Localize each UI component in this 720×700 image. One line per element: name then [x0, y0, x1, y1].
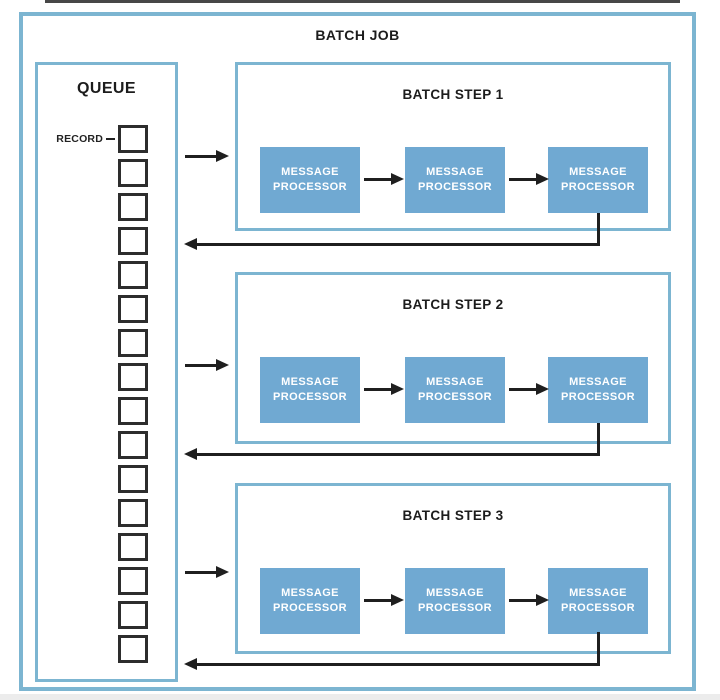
queue-to-step2-arrow — [185, 364, 216, 367]
record-square — [118, 635, 148, 663]
message-processor-label: MESSAGE — [426, 587, 484, 600]
arrow-right-icon — [536, 173, 549, 185]
record-square — [118, 431, 148, 459]
message-processor-label: PROCESSOR — [273, 602, 347, 614]
record-squares-column — [118, 125, 148, 663]
message-processor-label: PROCESSOR — [273, 391, 347, 403]
arrow-right-icon — [536, 594, 549, 606]
step3-return-arrow — [197, 663, 600, 666]
batch-step-1-title: BATCH STEP 1 — [402, 87, 504, 102]
arrow-left-icon — [184, 448, 197, 460]
message-processor-box: MESSAGE PROCESSOR — [405, 568, 505, 634]
record-square — [118, 397, 148, 425]
record-square — [118, 159, 148, 187]
batch-step-2-container: BATCH STEP 2 MESSAGE PROCESSOR MESSAGE P… — [235, 272, 671, 444]
message-processor-box: MESSAGE PROCESSOR — [260, 357, 360, 423]
message-processor-label: MESSAGE — [426, 376, 484, 389]
queue-to-step3-arrow — [185, 571, 216, 574]
message-processor-box: MESSAGE PROCESSOR — [548, 357, 648, 423]
queue-to-step1-arrow — [185, 155, 216, 158]
message-processor-box: MESSAGE PROCESSOR — [405, 357, 505, 423]
batch-step-3-container: BATCH STEP 3 MESSAGE PROCESSOR MESSAGE P… — [235, 483, 671, 654]
step2-return-arrow — [197, 453, 600, 456]
message-processor-box: MESSAGE PROCESSOR — [548, 147, 648, 213]
message-processor-label: PROCESSOR — [418, 391, 492, 403]
batch-job-title: BATCH JOB — [315, 27, 400, 43]
batch-step-1-container: BATCH STEP 1 MESSAGE PROCESSOR MESSAGE P… — [235, 62, 671, 231]
arrow-left-icon — [184, 238, 197, 250]
bottom-edge-strip — [0, 694, 720, 700]
record-label: RECORD — [56, 133, 103, 145]
message-processor-box: MESSAGE PROCESSOR — [260, 147, 360, 213]
message-processor-label: PROCESSOR — [418, 602, 492, 614]
processor-flow-arrow — [364, 178, 391, 181]
message-processor-label: MESSAGE — [281, 376, 339, 389]
record-square — [118, 465, 148, 493]
record-square — [118, 329, 148, 357]
processor-flow-arrow — [509, 599, 536, 602]
message-processor-box: MESSAGE PROCESSOR — [260, 568, 360, 634]
arrow-left-icon — [184, 658, 197, 670]
record-square — [118, 533, 148, 561]
message-processor-label: PROCESSOR — [561, 181, 635, 193]
message-processor-box: MESSAGE PROCESSOR — [405, 147, 505, 213]
step1-return-arrow-vertical — [597, 213, 600, 246]
record-label-row: RECORD — [38, 125, 115, 153]
processor-flow-arrow — [364, 388, 391, 391]
arrow-right-icon — [216, 359, 229, 371]
record-square — [118, 227, 148, 255]
message-processor-box: MESSAGE PROCESSOR — [548, 568, 648, 634]
record-square — [118, 499, 148, 527]
processor-flow-arrow — [509, 178, 536, 181]
message-processor-label: MESSAGE — [281, 166, 339, 179]
arrow-right-icon — [391, 383, 404, 395]
record-square — [118, 601, 148, 629]
batch-step-3-title: BATCH STEP 3 — [402, 508, 504, 523]
record-square — [118, 261, 148, 289]
processor-flow-arrow — [509, 388, 536, 391]
message-processor-label: PROCESSOR — [561, 602, 635, 614]
record-square — [118, 125, 148, 153]
message-processor-label: MESSAGE — [569, 587, 627, 600]
record-square — [118, 193, 148, 221]
step3-return-arrow-vertical — [597, 632, 600, 666]
message-processor-label: PROCESSOR — [561, 391, 635, 403]
record-square — [118, 567, 148, 595]
arrow-right-icon — [391, 173, 404, 185]
arrow-right-icon — [216, 150, 229, 162]
arrow-right-icon — [536, 383, 549, 395]
message-processor-label: MESSAGE — [569, 166, 627, 179]
record-square — [118, 363, 148, 391]
message-processor-label: MESSAGE — [281, 587, 339, 600]
queue-title: QUEUE — [77, 80, 136, 97]
record-connector-line — [106, 138, 115, 140]
processor-flow-arrow — [364, 599, 391, 602]
message-processor-label: PROCESSOR — [273, 181, 347, 193]
arrow-right-icon — [391, 594, 404, 606]
queue-container: QUEUE RECORD — [35, 62, 178, 682]
message-processor-label: MESSAGE — [569, 376, 627, 389]
message-processor-label: PROCESSOR — [418, 181, 492, 193]
arrow-right-icon — [216, 566, 229, 578]
batch-step-2-title: BATCH STEP 2 — [402, 297, 504, 312]
record-square — [118, 295, 148, 323]
step2-return-arrow-vertical — [597, 423, 600, 456]
step1-return-arrow — [197, 243, 600, 246]
message-processor-label: MESSAGE — [426, 166, 484, 179]
top-edge-bar — [45, 0, 680, 3]
